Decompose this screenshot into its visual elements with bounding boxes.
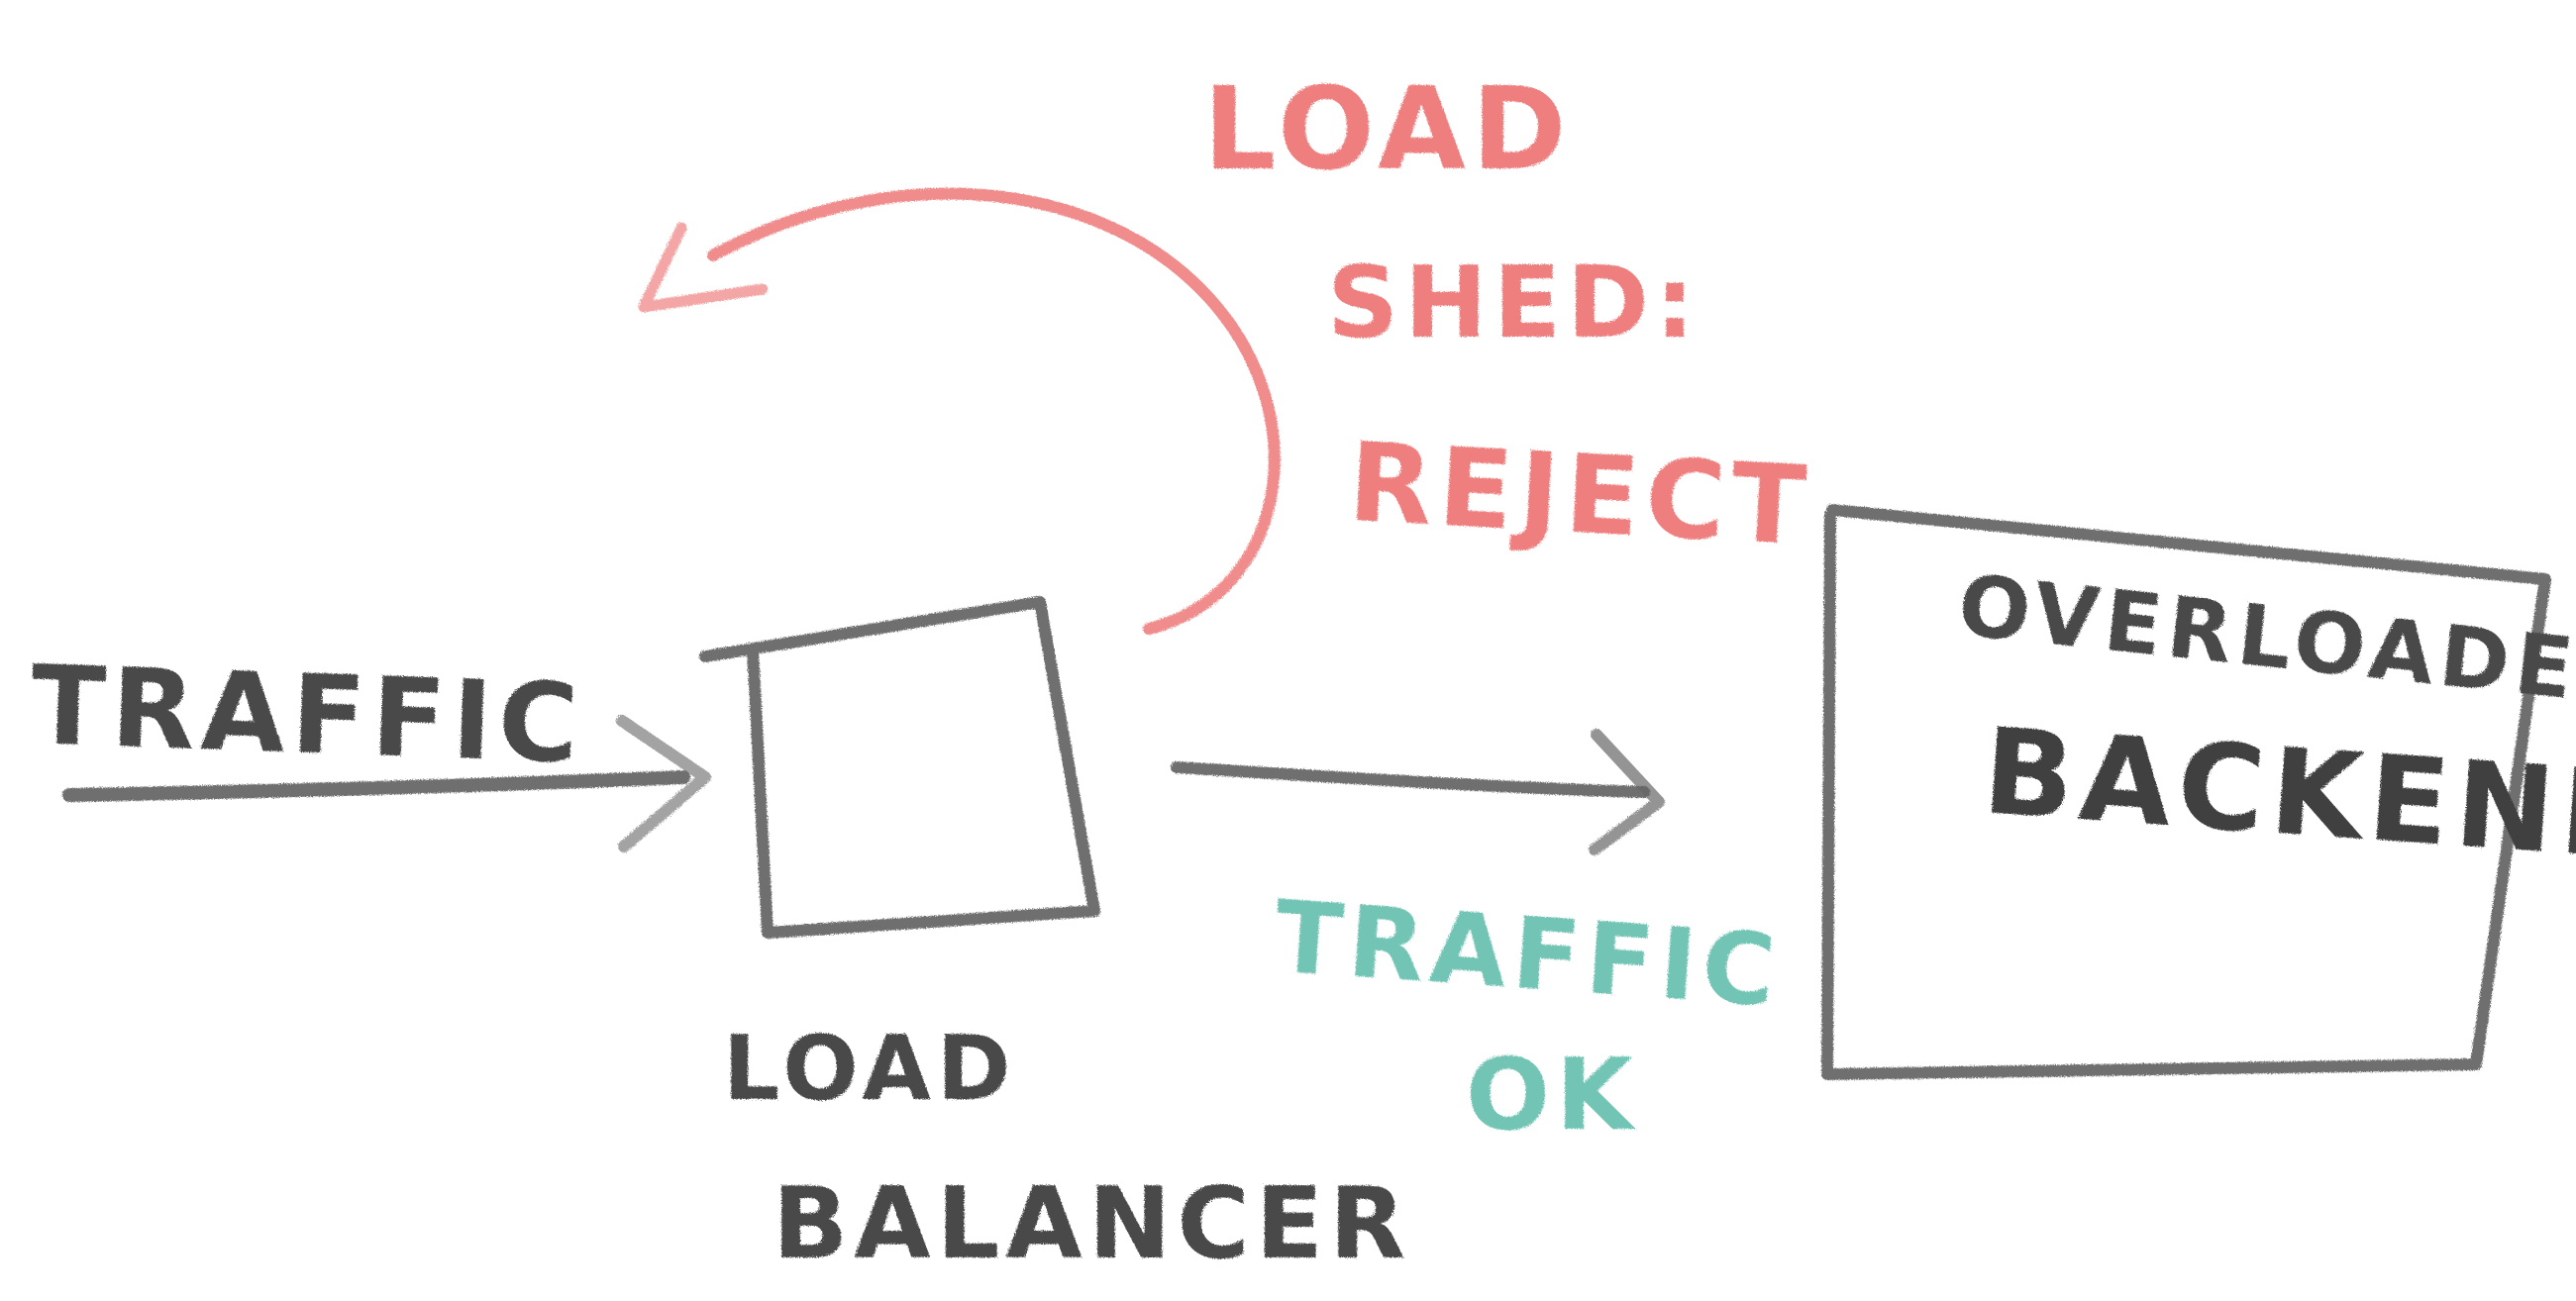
load-balancer-label-line1: LOAD (723, 1017, 1017, 1121)
backend-label-line1: OVERLOADED (1954, 556, 2576, 727)
incoming-arrow-head-icon (616, 715, 711, 852)
shed-reject-arrow-head-icon (638, 222, 769, 313)
forward-arrow-head-icon (1589, 729, 1665, 855)
load-balancer-label-line2: BALANCER (773, 1165, 1411, 1281)
load-balancer-box (699, 596, 1100, 939)
shed-label-line1: LOAD (1203, 63, 1572, 196)
incoming-traffic-label: TRAFFIC (29, 642, 586, 787)
incoming-arrow-line (62, 770, 690, 802)
traffic-ok-label-line2: OK (1466, 1037, 1639, 1152)
shed-reject-arrow (707, 187, 1281, 635)
forward-arrow-line (1171, 761, 1650, 798)
backend-label-line2: BACKEND (1979, 703, 2576, 888)
traffic-ok-label-line1: TRAFFIC (1271, 878, 1785, 1029)
shed-label-line3: REJECT (1346, 419, 1815, 569)
backend-box (1821, 504, 2551, 1080)
shed-label-line2: SHED: (1327, 245, 1700, 360)
